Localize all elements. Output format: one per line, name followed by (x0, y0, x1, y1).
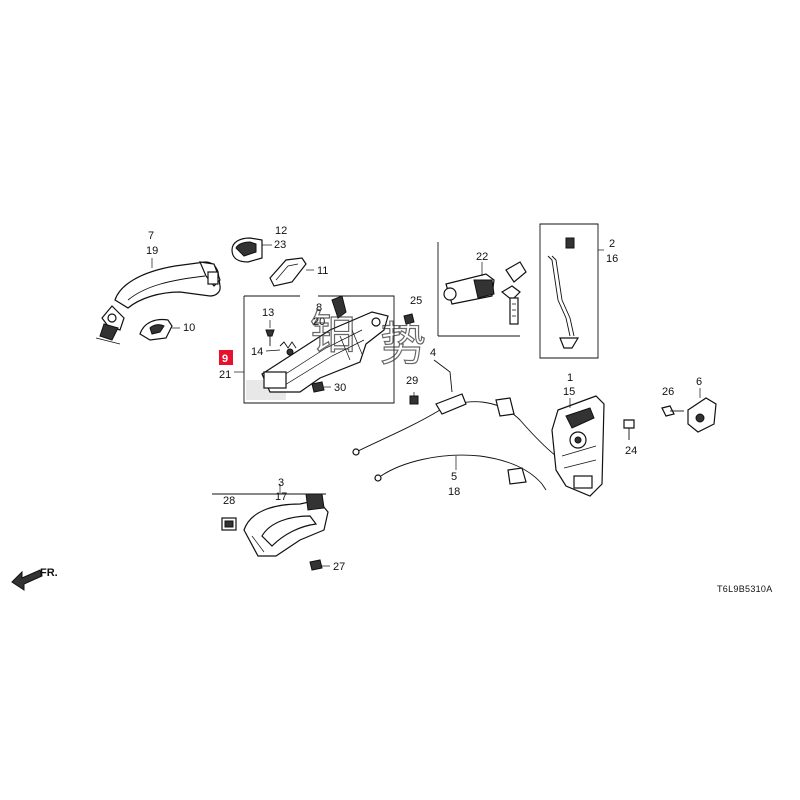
handle-gasket (269, 257, 307, 287)
front-direction-arrow (11, 569, 43, 591)
label-21: 21 (219, 369, 231, 381)
label-26: 26 (662, 386, 674, 398)
label-28: 28 (223, 495, 235, 507)
label-20: 20 (313, 316, 325, 328)
bolt-24 (623, 419, 635, 440)
label-4: 4 (430, 347, 436, 359)
label-22: 22 (476, 251, 488, 263)
watermark-char-1: 铂 (310, 305, 356, 359)
label-1: 1 (567, 372, 573, 384)
label-14: 14 (251, 346, 263, 358)
handle-base-bracket (261, 295, 389, 393)
screw-27 (309, 559, 330, 571)
label-6: 6 (696, 376, 702, 388)
cable-4 (352, 393, 557, 457)
watermark-char-2: 势 (380, 317, 426, 371)
watermark: 铂 势 (309, 304, 426, 371)
striker-6 (687, 397, 717, 433)
outer-door-handle (95, 261, 221, 345)
label-12: 12 (275, 225, 287, 237)
key-cylinder (443, 261, 527, 325)
screw-13 (265, 329, 275, 346)
lock-rod (547, 237, 580, 349)
label-18: 18 (448, 486, 460, 498)
label-5: 5 (451, 471, 457, 483)
direction-label: FR. (40, 567, 58, 579)
cable-5 (374, 454, 547, 491)
diagram-code: T6L9B5310A (717, 584, 773, 594)
label-9: 9 (222, 353, 228, 365)
door-latch (551, 395, 605, 497)
label-17: 17 (275, 491, 287, 503)
clip-29 (409, 392, 419, 405)
clip-25 (403, 313, 415, 325)
clip-30 (311, 381, 325, 393)
label-19: 19 (146, 245, 158, 257)
label-7: 7 (148, 230, 154, 242)
label-11: 11 (317, 265, 328, 277)
label-29: 29 (406, 375, 418, 387)
handle-cap (231, 237, 263, 263)
label-15: 15 (563, 386, 575, 398)
label-16: 16 (606, 253, 618, 265)
spring-14 (279, 341, 297, 356)
clip-28 (221, 517, 237, 531)
rear-gasket (139, 318, 173, 341)
bolt-26 (661, 405, 684, 417)
label-30: 30 (334, 382, 346, 394)
highlight-9 (219, 350, 233, 365)
label-3: 3 (278, 477, 284, 489)
label-27: 27 (333, 561, 345, 573)
label-2: 2 (609, 238, 615, 250)
label-13: 13 (262, 307, 274, 319)
label-23: 23 (274, 239, 286, 251)
label-25: 25 (410, 295, 422, 307)
label-8: 8 (316, 302, 322, 314)
label-24: 24 (625, 445, 637, 457)
label-10: 10 (183, 322, 195, 334)
inner-door-handle (243, 493, 329, 557)
